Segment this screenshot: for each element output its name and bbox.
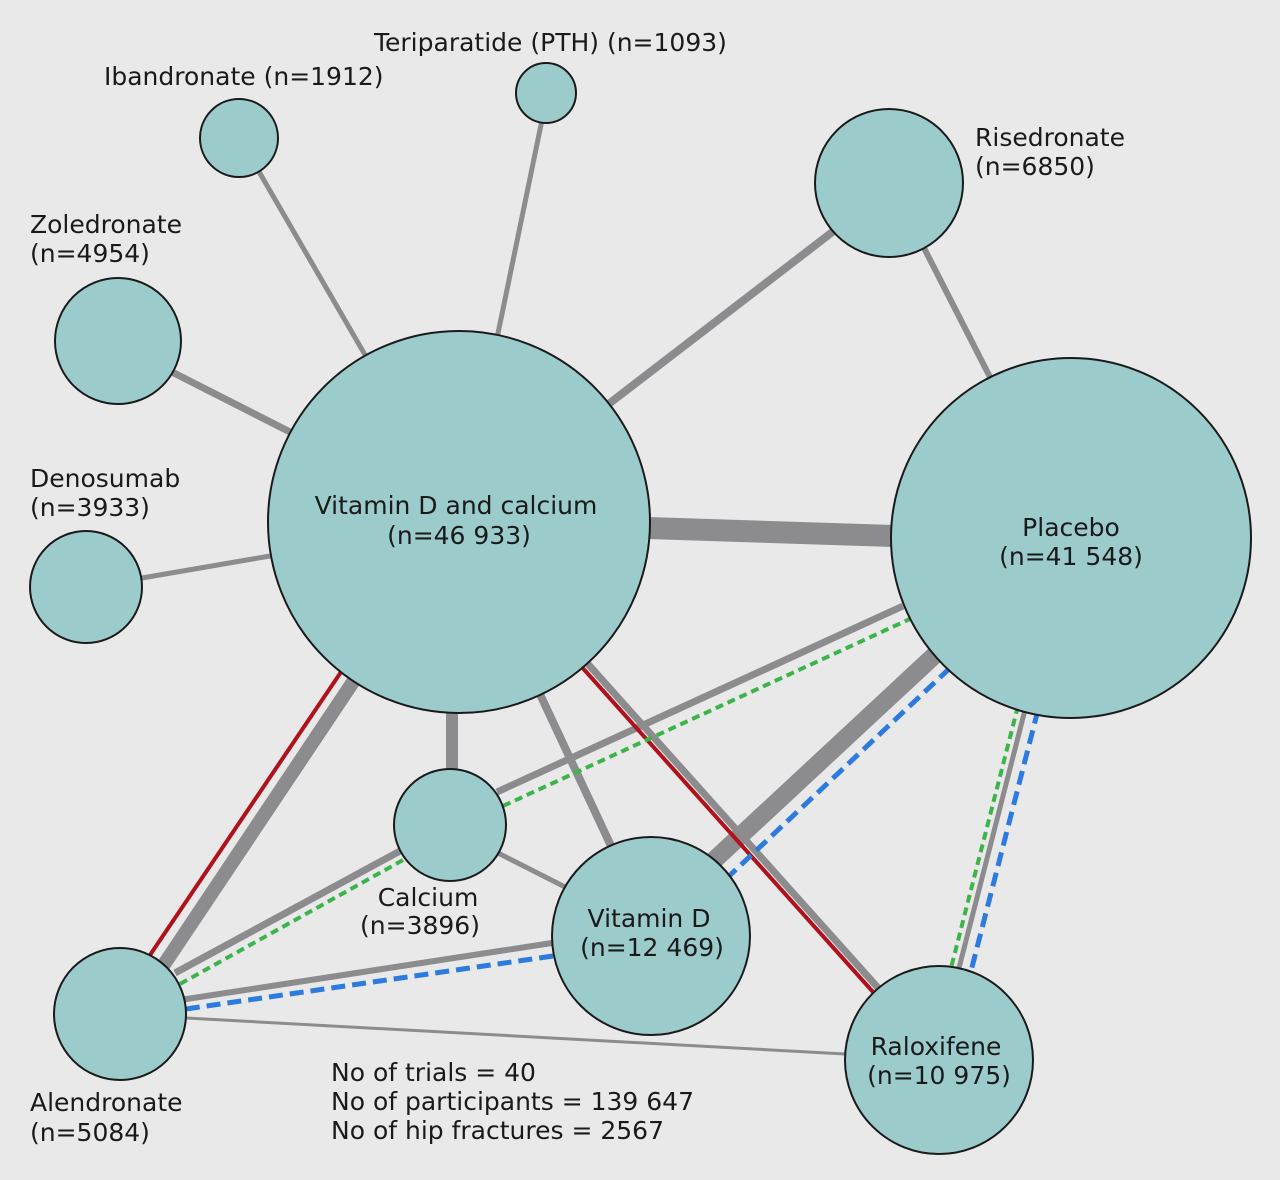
node-calcium — [393, 768, 507, 882]
node-denosumab — [29, 530, 143, 644]
label-ibandronate: Ibandronate (n=1912) — [104, 62, 384, 91]
label-calcium-n: (n=3896) — [360, 911, 480, 940]
label-vitamind-name: Vitamin D — [588, 904, 711, 933]
edge-vitdcalcium-risedronate — [603, 226, 838, 410]
edge-calcium-vitamind — [494, 849, 569, 891]
edge-green-calcium-alendronate — [179, 858, 404, 986]
edge-placebo-vitamind — [703, 645, 945, 871]
stat-trials: No of trials = 40 — [331, 1058, 536, 1087]
label-alendronate-n: (n=5084) — [30, 1118, 150, 1147]
stat-participants: No of participants = 139 647 — [331, 1087, 694, 1116]
node-ibandronate — [199, 98, 279, 178]
edge-vitdcalcium-ibandronate — [255, 168, 371, 362]
label-calcium-name: Calcium — [378, 883, 479, 912]
edge-vitdcalcium-placebo — [647, 517, 894, 547]
edge-green-placebo-raloxifene — [948, 705, 1020, 973]
edge-vitdcalcium-raloxifene — [585, 661, 883, 993]
label-risedronate-n: (n=6850) — [975, 152, 1095, 181]
node-raloxifene — [844, 965, 1034, 1155]
label-vitdcalcium-n: (n=46 933) — [387, 521, 531, 550]
edge-vitdcalcium-denosumab — [141, 553, 271, 581]
label-raloxifene-n: (n=10 975) — [867, 1061, 1011, 1090]
stat-hip-fractures: No of hip fractures = 2567 — [331, 1116, 664, 1145]
label-risedronate-name: Risedronate — [975, 123, 1125, 152]
label-alendronate-name: Alendronate — [30, 1088, 183, 1117]
label-placebo-name: Placebo — [1022, 513, 1120, 542]
edge-vitdcalcium-alendronate — [157, 672, 363, 970]
edge-blue-vitamind-alendronate — [185, 953, 554, 1012]
edge-raloxifene-alendronate — [185, 1016, 846, 1056]
label-zoledronate-name: Zoledronate — [30, 210, 182, 239]
label-placebo-n: (n=41 548) — [999, 542, 1143, 571]
edge-placebo-calcium — [495, 602, 905, 796]
node-placebo — [890, 357, 1252, 719]
edge-blue-placebo-raloxifene — [967, 709, 1041, 976]
node-vitamin-d-and-calcium — [267, 330, 651, 714]
label-denosumab-name: Denosumab — [30, 464, 180, 493]
node-risedronate — [814, 108, 964, 258]
edge-vitdcalcium-vitamind — [534, 688, 616, 850]
nodes — [29, 62, 1252, 1155]
node-teriparatide — [515, 62, 577, 124]
edge-placebo-raloxifene — [955, 705, 1029, 973]
edge-vitdcalcium-zoledronate — [170, 368, 294, 437]
edge-green-placebo-calcium — [502, 616, 913, 808]
edge-vitdcalcium-teriparatide — [493, 119, 545, 344]
edges — [141, 119, 1029, 1056]
edge-blue-placebo-vitamind — [725, 666, 952, 880]
node-alendronate — [53, 947, 187, 1081]
edge-calcium-alendronate — [173, 847, 402, 977]
label-vitamind-n: (n=12 469) — [580, 933, 724, 962]
label-zoledronate-n: (n=4954) — [30, 239, 150, 268]
edge-vitamind-alendronate — [179, 940, 553, 1003]
label-teriparatide: Teriparatide (PTH) (n=1093) — [373, 28, 727, 57]
label-denosumab-n: (n=3933) — [30, 493, 150, 522]
summary-stats: No of trials = 40 No of participants = 1… — [331, 1058, 694, 1145]
edge-red-vitdcalcium-raloxifene — [578, 663, 875, 994]
node-vitamin-d — [551, 836, 751, 1036]
labels: Vitamin D and calcium (n=46 933) Placebo… — [30, 28, 1143, 1147]
node-zoledronate — [54, 277, 182, 405]
coloured-edges — [146, 616, 1041, 1012]
label-raloxifene-name: Raloxifene — [871, 1032, 1002, 1061]
edge-risedronate-placebo — [919, 242, 996, 385]
label-vitdcalcium-name: Vitamin D and calcium — [315, 491, 598, 520]
edge-red-vitdcalcium-alendronate — [146, 670, 343, 960]
